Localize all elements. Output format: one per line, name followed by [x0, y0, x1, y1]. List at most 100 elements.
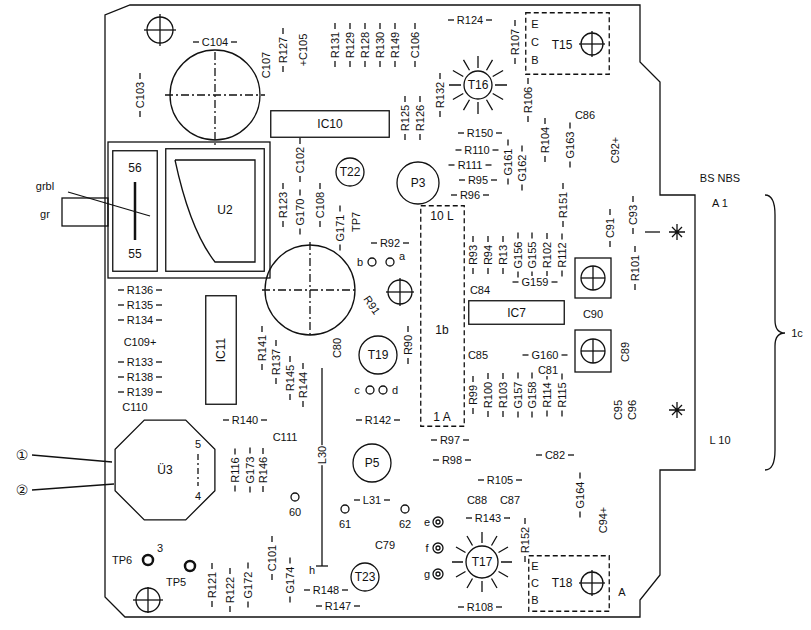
component-lead: [463, 439, 469, 440]
mounting-hole: [399, 278, 400, 306]
component-lead: [448, 19, 454, 20]
part-label: R111: [457, 159, 484, 171]
part-label: R122: [224, 576, 236, 604]
outline: [421, 206, 465, 427]
part-label: 5: [194, 438, 202, 450]
transistor: T22: [335, 157, 365, 187]
component-lead: [546, 411, 547, 417]
part-designator: 10 L: [430, 210, 453, 223]
capacitor-outline: [165, 94, 265, 95]
component-lead: [451, 194, 457, 195]
part-label: gr: [39, 208, 51, 220]
part-label: TP6: [111, 554, 133, 566]
component-lead: [394, 23, 395, 29]
coil-lead: [32, 368, 328, 566]
component-lead: [634, 284, 635, 290]
part-label: R103: [497, 381, 509, 409]
component-lead: [282, 28, 283, 34]
solder-pad: [379, 386, 387, 394]
part-designator: T22: [340, 166, 361, 179]
part-label: R95: [467, 174, 489, 186]
capacitor-outline: [262, 289, 358, 290]
component-lead: [414, 61, 415, 67]
part-label: R107: [509, 28, 521, 56]
outline: [464, 71, 492, 99]
component-lead: [289, 558, 290, 564]
trimmer-pad: [581, 339, 605, 363]
coil-lead: [32, 484, 114, 490]
component-lead: [466, 517, 472, 518]
component-lead: [507, 179, 508, 185]
component-lead: [289, 356, 290, 362]
component-lead: [139, 111, 140, 117]
component-lead: [282, 183, 283, 189]
component-lead: [517, 233, 518, 239]
part-label: R116: [229, 456, 241, 483]
component-lead: [502, 373, 503, 379]
part-label: BS NBS: [699, 172, 741, 184]
outline: [526, 13, 610, 75]
solder-pad: [436, 546, 440, 550]
component-lead: [319, 221, 320, 227]
component-lead: [302, 401, 303, 407]
component-lead: [527, 116, 528, 122]
part-label: G160: [531, 349, 560, 361]
component-lead: [493, 149, 499, 150]
trimmer-pad: [575, 258, 611, 298]
part-label: E: [530, 560, 539, 572]
part-label: R146: [257, 456, 269, 484]
component-lead: [496, 606, 502, 607]
part-label: R123: [277, 191, 289, 219]
component-lead: [562, 354, 568, 355]
part-label: R149: [389, 31, 401, 59]
component-lead: [356, 419, 362, 420]
part-designator: U2: [217, 204, 232, 217]
part-designator: 56: [128, 162, 141, 175]
part-label: L31: [362, 494, 382, 506]
part-label: R94: [482, 244, 494, 266]
component-lead: [364, 61, 365, 67]
component-lead: [502, 268, 503, 274]
board-outline: [645, 231, 660, 232]
part-label: G174: [284, 566, 296, 595]
component-lead: [579, 473, 580, 479]
component-lead: [231, 41, 237, 42]
component-lead: [531, 373, 532, 379]
part-label: G170: [294, 198, 306, 227]
component-lead: [403, 242, 409, 243]
component-lead: [316, 605, 322, 606]
component-lead: [156, 391, 162, 392]
part-label: R101: [629, 254, 641, 282]
component-lead: [632, 228, 633, 234]
part-label: R138: [126, 371, 154, 383]
part-label: R139: [126, 386, 154, 398]
part-label: G159: [521, 276, 550, 288]
part-label: R112: [556, 241, 568, 268]
component-lead: [349, 61, 350, 67]
component-lead: [502, 236, 503, 242]
part-designator: T17: [472, 556, 493, 569]
part-label: f: [424, 542, 429, 554]
part-label: R136: [126, 284, 154, 296]
transistor-mount: T18: [528, 555, 610, 612]
part-label: R90: [402, 334, 414, 356]
part-label: G171: [334, 214, 346, 243]
component-lead: [282, 66, 283, 72]
outline: [529, 556, 610, 612]
component-lead: [229, 568, 230, 574]
component-lead: [486, 164, 492, 165]
part-label: C107: [260, 51, 272, 79]
component-lead: [118, 376, 124, 377]
ic-package: IC10: [270, 110, 390, 138]
component-lead: [156, 319, 162, 320]
component-lead: [407, 358, 408, 364]
component-lead: [487, 236, 488, 242]
coil-lead: [321, 368, 322, 566]
component-lead: [156, 361, 162, 362]
component-lead: [561, 411, 562, 417]
part-label: R148: [312, 584, 340, 596]
component-lead: [569, 162, 570, 168]
component-lead: [289, 394, 290, 400]
part-label: R96: [459, 189, 481, 201]
component-lead: [364, 23, 365, 29]
